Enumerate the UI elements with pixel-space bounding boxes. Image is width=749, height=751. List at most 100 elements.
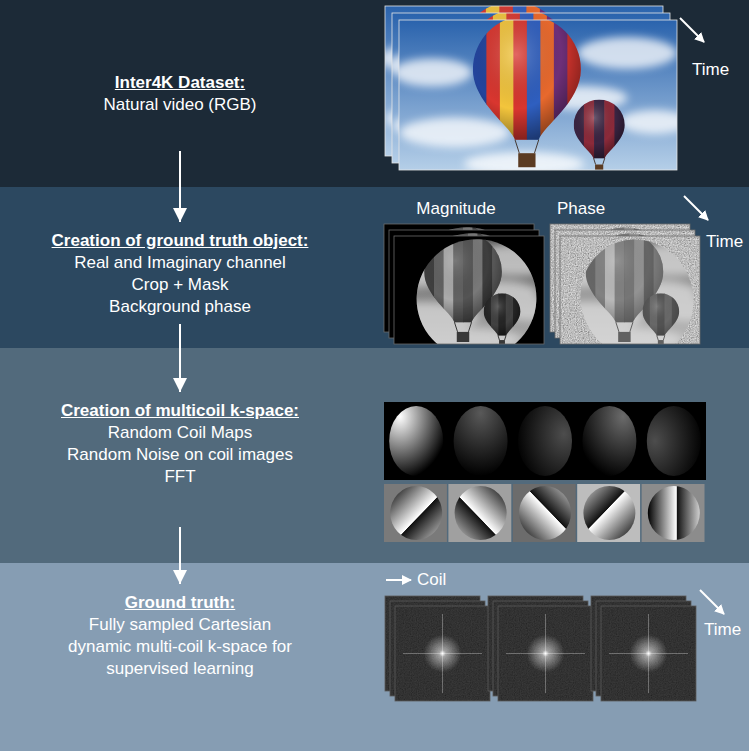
illustration-rect (394, 236, 544, 344)
illustration-ellipse (455, 486, 507, 540)
video-frame (385, 9, 682, 170)
illustration-rect (577, 484, 640, 542)
illustration-rect (560, 236, 700, 344)
text-block: Creation of ground truth object:Real and… (0, 230, 360, 318)
section-text: Background phase (15, 296, 345, 318)
section-text: Real and Imaginary channel (15, 252, 345, 274)
illustration-g (555, 230, 695, 338)
illustration-g (389, 230, 539, 338)
illustration-ellipse (582, 406, 636, 476)
section-text: Random Coil Maps (15, 422, 345, 444)
illustration-ellipse (400, 118, 510, 148)
illustration-rect (384, 402, 706, 480)
illustration-ellipse (464, 152, 584, 170)
axis-label: Time (706, 232, 743, 252)
illustration-ellipse (647, 406, 701, 476)
illustration-rect (395, 606, 490, 701)
axis-label: Magnitude (416, 199, 495, 219)
illustration-path (515, 140, 539, 154)
section-heading: Ground truth: (0, 592, 360, 614)
illustration-rect (513, 484, 576, 542)
illustration-g (392, 13, 670, 163)
video-frame (533, 233, 725, 352)
illustration-rect (498, 606, 593, 701)
illustration-path (594, 158, 605, 164)
section-text: Fully sampled Cartesian dynamic multi-co… (66, 614, 294, 680)
section-text: Natural video (RGB) (15, 94, 345, 116)
illustration-g (399, 20, 677, 170)
illustration-line (442, 614, 443, 693)
video-stack (378, 2, 689, 177)
illustration-ellipse (390, 486, 442, 540)
illustration-g (394, 236, 544, 344)
phase-stack (523, 221, 725, 352)
direction-arrow (680, 18, 704, 42)
illustration-ellipse (519, 486, 571, 540)
illustration-rect (473, 20, 581, 145)
axis-label: Time (704, 620, 741, 640)
illustration-g (560, 236, 700, 344)
direction-arrows (386, 18, 724, 614)
flow-arrow (179, 527, 181, 584)
section-heading: Inter4K Dataset: (0, 72, 360, 94)
kspace-stacks (385, 596, 696, 701)
illustration-rect (394, 236, 544, 344)
section-heading: Creation of ground truth object: (0, 230, 360, 252)
illustration-rect (601, 606, 696, 701)
direction-arrow (700, 590, 724, 614)
direction-arrow (386, 579, 411, 581)
illustration-ellipse (518, 406, 572, 476)
illustration-g (389, 230, 539, 338)
flow-arrow (179, 151, 181, 222)
illustration-g (394, 236, 544, 344)
axis-label: Time (692, 60, 729, 80)
illustration-g (555, 230, 695, 338)
illustration-line (545, 614, 546, 693)
illustration-rect (395, 606, 490, 701)
illustration-rect (642, 484, 705, 542)
illustration-g (555, 230, 695, 338)
illustration-rect (518, 153, 535, 167)
section-text: Crop + Mask (15, 274, 345, 296)
illustration-rect (560, 236, 700, 344)
illustration-g (389, 230, 539, 338)
illustration-rect (498, 606, 593, 701)
section-text: FFT (15, 466, 345, 488)
illustration-rect (395, 606, 490, 701)
illustration-rect (384, 484, 447, 542)
illustration-rect (498, 606, 593, 701)
kspace-frame (601, 606, 696, 701)
illustration-rect (560, 236, 700, 344)
illustration-rect (498, 606, 593, 701)
illustration-rect (448, 484, 511, 542)
kspace-frame (498, 606, 593, 701)
illustration-rect (601, 606, 696, 701)
illustration-g (560, 236, 700, 344)
balloon-envelope (473, 20, 582, 145)
coil-phase-row (384, 484, 705, 542)
balloon-envelope (574, 100, 626, 161)
direction-arrow (684, 196, 708, 220)
illustration-rect (601, 606, 696, 701)
illustration-ellipse (648, 486, 700, 540)
video-frame (364, 227, 562, 346)
illustration-rect (399, 20, 677, 170)
illustration-ellipse (454, 406, 508, 476)
section-text: Random Noise on coil images (15, 444, 345, 466)
illustration-g (560, 236, 700, 344)
illustration-line (648, 614, 649, 693)
section-heading: Creation of multicoil k-space: (0, 400, 360, 422)
video-frame (528, 227, 720, 346)
illustration-rect (601, 606, 696, 701)
illustration-rect (395, 606, 490, 701)
axis-label: Coil (417, 570, 446, 590)
text-block: Inter4K Dataset:Natural video (RGB) (0, 72, 360, 116)
illustration-ellipse (577, 37, 677, 69)
coil-magnitude-row (384, 402, 706, 480)
illustration-ellipse (389, 406, 443, 476)
illustration-rect (560, 236, 700, 344)
magnitude-stack (359, 221, 567, 352)
kspace-frame (395, 606, 490, 701)
illustration-rect (574, 100, 625, 161)
